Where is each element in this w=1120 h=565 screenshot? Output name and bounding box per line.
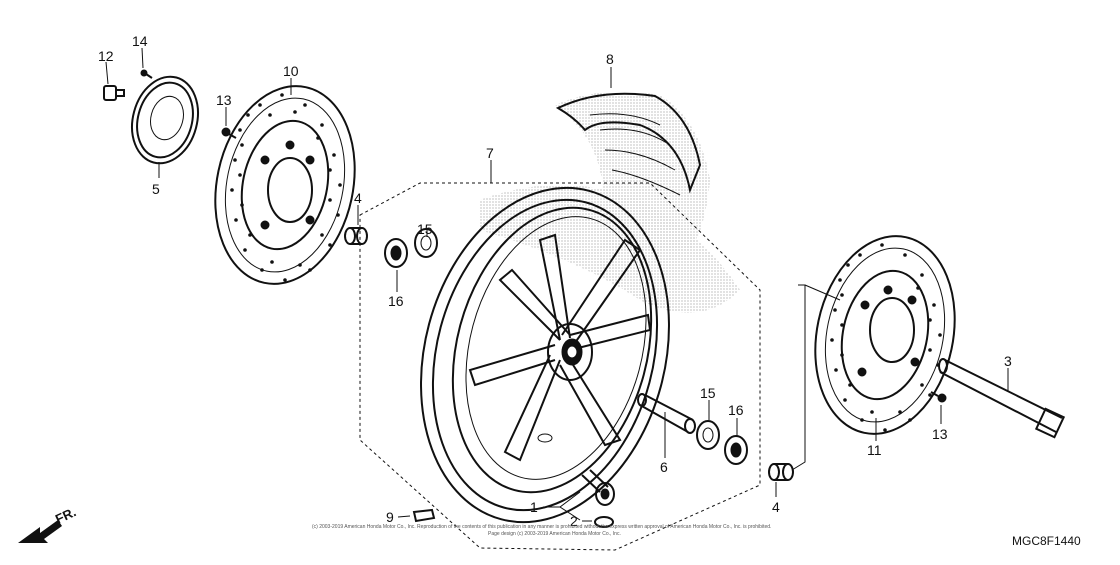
callout-12[interactable]: 12 [98,48,114,64]
bearing-16-left[interactable] [384,238,408,268]
balance-weight-9[interactable] [412,508,436,523]
side-collar-4-left[interactable] [344,227,368,245]
callout-4-right[interactable]: 4 [772,499,780,515]
callout-5[interactable]: 5 [152,181,160,197]
callout-2[interactable]: 2 [570,513,578,529]
callout-1[interactable]: 1 [530,499,538,515]
leader-lines [105,47,1009,522]
front-wheel[interactable] [385,160,705,551]
callout-13-left[interactable]: 13 [216,92,232,108]
callout-14[interactable]: 14 [132,33,148,49]
disc-bolt-13-left[interactable] [221,127,237,139]
dust-seal-15-left[interactable] [414,228,438,258]
callout-16-left[interactable]: 16 [388,293,404,309]
callout-8[interactable]: 8 [606,51,614,67]
distance-collar-6[interactable] [637,393,696,434]
front-label: FR. [53,504,78,526]
left-brake-disc[interactable] [198,73,373,297]
side-collar-4-right[interactable] [768,463,794,481]
valve-stem-1[interactable] [581,469,615,506]
screw-14[interactable] [140,69,153,79]
callout-16-right[interactable]: 16 [728,402,744,418]
diagram-code: MGC8F1440 [1012,534,1081,548]
callout-15-right[interactable]: 15 [700,385,716,401]
callout-11[interactable]: 11 [867,442,882,458]
callout-7[interactable]: 7 [486,145,494,161]
dust-seal-15-right[interactable] [696,420,720,450]
front-axle-3[interactable] [938,358,1066,439]
bearing-16-right[interactable] [724,435,748,465]
front-direction-indicator: FR. [18,504,78,543]
copyright-line-1: (c) 2003-2019 American Honda Motor Co., … [312,524,771,530]
callout-3[interactable]: 3 [1004,353,1012,369]
copyright-line-2: Page design (c) 2003-2019 American Honda… [488,531,621,537]
o-ring-2[interactable] [594,516,614,528]
pulser-ring[interactable] [123,69,208,171]
right-brake-disc[interactable] [798,223,973,447]
callout-9[interactable]: 9 [386,509,394,525]
disc-bolt-13-right[interactable] [930,391,947,403]
callout-6[interactable]: 6 [660,459,668,475]
callout-4-left[interactable]: 4 [354,190,362,206]
front-arrow-icon [18,520,62,543]
bolt-12[interactable] [103,85,125,101]
tire[interactable] [480,91,740,313]
callout-10[interactable]: 10 [283,63,299,79]
callout-13-right[interactable]: 13 [932,426,948,442]
wheel-assembly-boundary [359,182,761,551]
callout-15-left[interactable]: 15 [417,221,433,237]
